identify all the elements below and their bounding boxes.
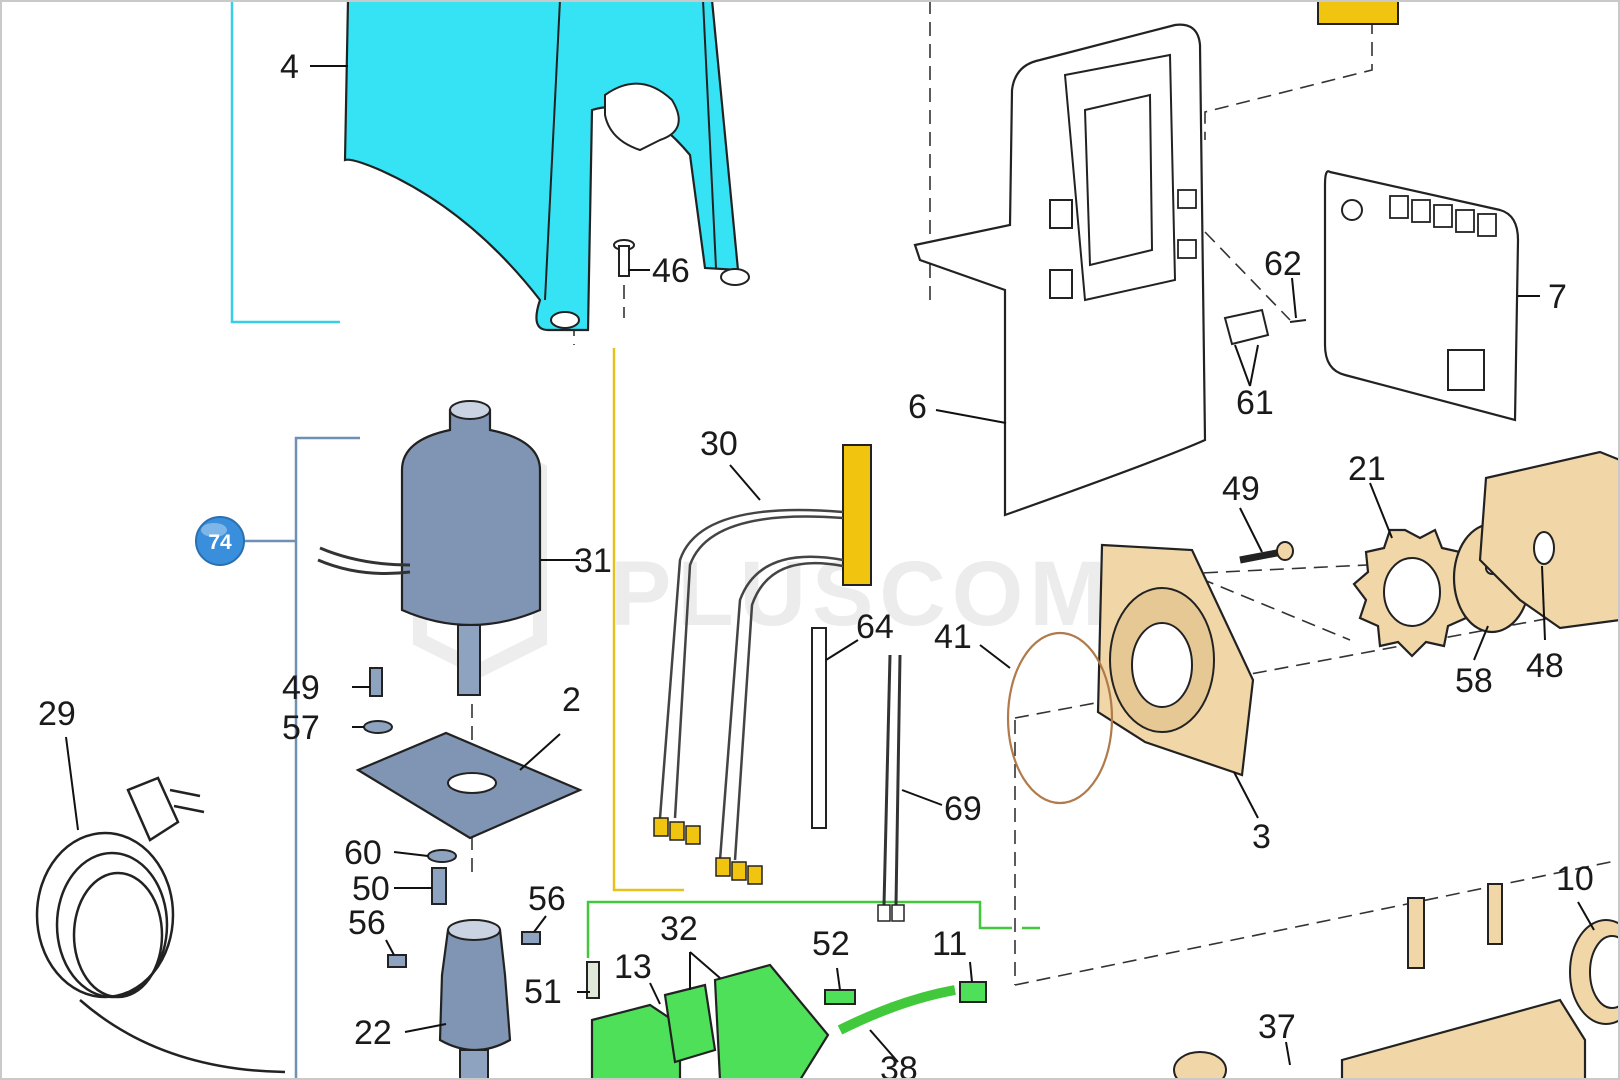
rod-part-64: [811, 627, 827, 829]
label-4: 4: [280, 48, 299, 86]
label-13: 13: [614, 948, 652, 986]
shaft-parts-37-10: [1173, 883, 1620, 1080]
label-56-right: 56: [528, 880, 566, 918]
label-10: 10: [1556, 860, 1594, 898]
housing-part-6: [913, 23, 1207, 517]
motor-part-31: [317, 400, 542, 696]
label-32: 32: [660, 910, 698, 948]
bracket-part-48: [1478, 450, 1620, 630]
screw-part-46: [613, 239, 635, 277]
label-29: 29: [38, 695, 76, 733]
control-unit-part-7: [1323, 170, 1520, 422]
coupling-part-22: [438, 919, 512, 1080]
label-2: 2: [562, 681, 581, 719]
small-parts-49-57-60-50: [363, 667, 541, 968]
construction-lines: [471, 0, 1620, 986]
label-49-right: 49: [1222, 470, 1260, 508]
label-58: 58: [1455, 662, 1493, 700]
label-60: 60: [344, 834, 382, 872]
flange-part-3: [1096, 543, 1255, 777]
label-64: 64: [856, 608, 894, 646]
green-group-line: [586, 900, 1012, 958]
label-31: 31: [574, 542, 612, 580]
label-37: 37: [1258, 1008, 1296, 1046]
clip-part-61-62: [1223, 308, 1307, 346]
gasket-part-41: [1006, 631, 1114, 805]
label-41: 41: [934, 618, 972, 656]
screw-part-49b: [1239, 541, 1294, 564]
label-56-left: 56: [348, 904, 386, 942]
wire-part-69: [877, 654, 905, 922]
motor-plate-part-2: [355, 731, 583, 840]
label-52: 52: [812, 925, 850, 963]
label-7: 7: [1548, 278, 1567, 316]
label-49-left: 49: [282, 669, 320, 707]
label-6: 6: [908, 388, 927, 426]
label-38: 38: [880, 1050, 918, 1080]
label-3: 3: [1252, 818, 1271, 856]
label-48: 48: [1526, 647, 1564, 685]
blue-group-line: [294, 436, 360, 1080]
label-57: 57: [282, 709, 320, 747]
label-11: 11: [932, 925, 967, 963]
cover-part-4: [343, 0, 750, 332]
label-30: 30: [700, 425, 738, 463]
label-21: 21: [1348, 450, 1386, 488]
label-62: 62: [1264, 245, 1302, 283]
cyan-group-line: [230, 0, 340, 324]
label-51: 51: [524, 973, 562, 1011]
yellow-group-line: [612, 348, 684, 892]
label-46: 46: [652, 252, 690, 290]
wiring-harness-part-30: [653, 444, 872, 885]
label-61: 61: [1236, 384, 1274, 422]
label-50: 50: [352, 870, 390, 908]
part-labels: 4 46 31 49 57 2 60 50 56 56 22 29 30 64 …: [38, 48, 1594, 1080]
label-22: 22: [354, 1014, 392, 1052]
limit-switch-parts: [586, 961, 987, 1080]
assembly-badge-number[interactable]: 74: [208, 531, 232, 554]
connector-top: [1317, 0, 1399, 25]
power-cable-part-29: [35, 776, 286, 1074]
assembly-badge-circle[interactable]: [195, 516, 245, 566]
gear-part-21: [1352, 528, 1474, 658]
leader-lines: [65, 65, 1595, 1066]
label-69: 69: [944, 790, 982, 828]
assembly-badge[interactable]: 74: [195, 516, 245, 566]
